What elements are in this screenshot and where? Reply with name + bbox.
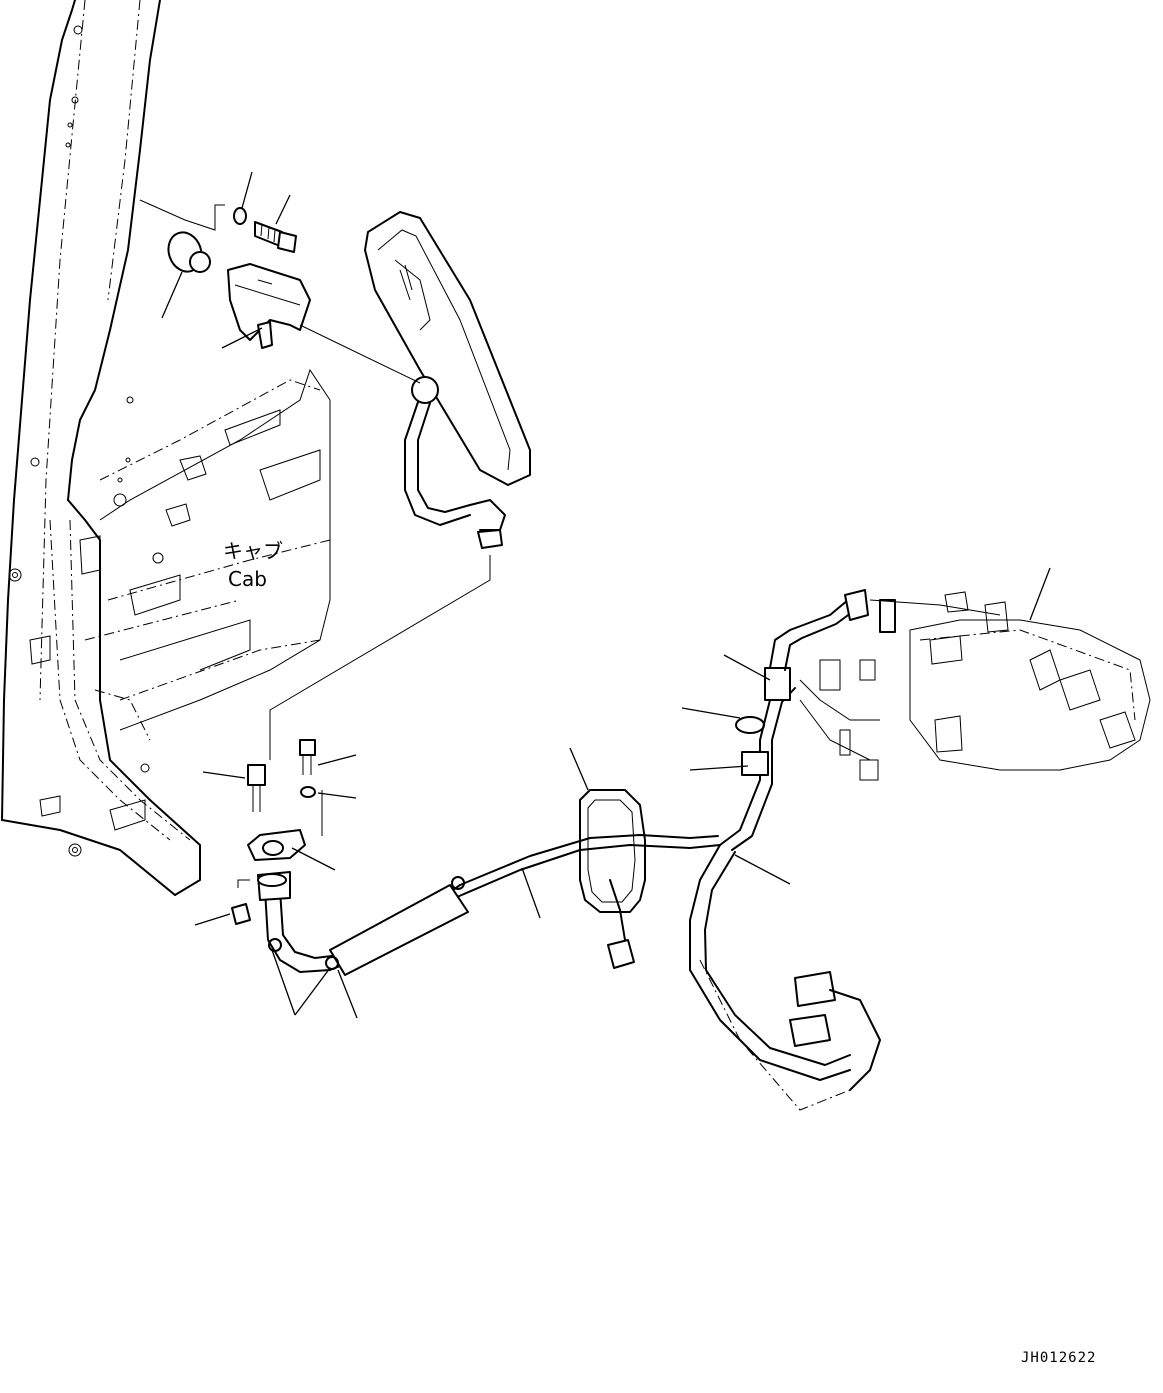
leader-lines [161, 171, 1051, 1019]
cab-label-en: Cab [228, 567, 267, 591]
drawing-code: JH012622 [1021, 1350, 1096, 1366]
harness [231, 555, 1151, 1111]
cab-frame [1, 0, 331, 896]
cab-label-jp: キャブ [223, 539, 283, 563]
mirror-assembly [167, 207, 531, 549]
